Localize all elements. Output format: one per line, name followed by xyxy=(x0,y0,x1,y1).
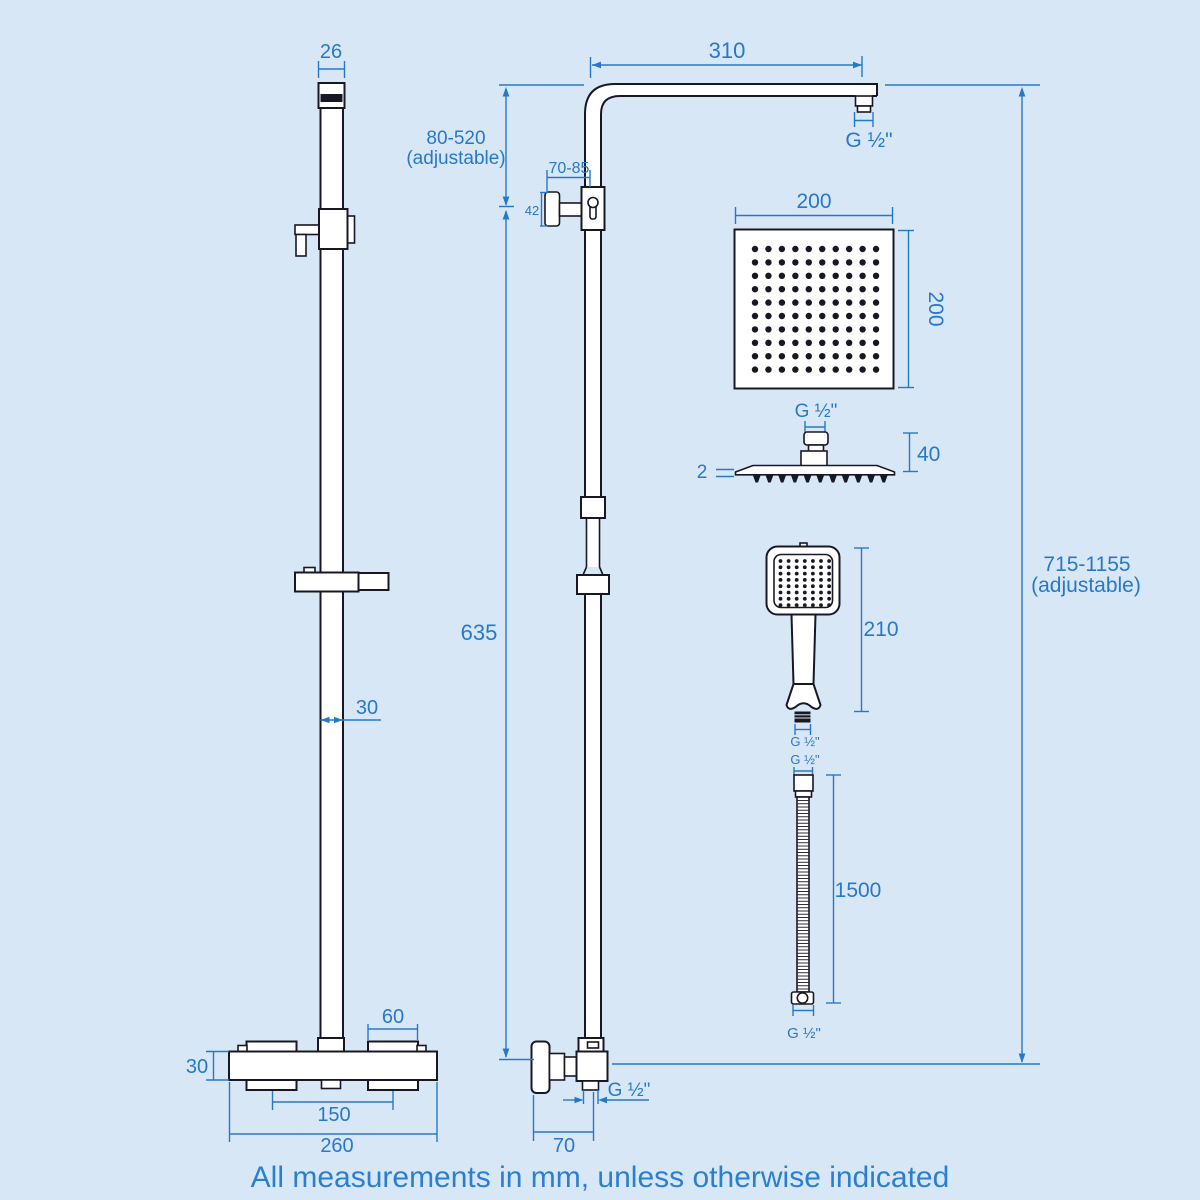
dim-overall-height-label: 715-1155 xyxy=(1043,553,1130,576)
dim-hose-bottom-thread-label: G ½" xyxy=(787,1025,821,1042)
rain-head-side-view: G ½" 40 2 xyxy=(697,401,941,483)
dim-head-depth-label: 40 xyxy=(917,443,940,466)
dim-head-width: 200 xyxy=(734,190,894,224)
dim-handle-spacing-label: 150 xyxy=(317,1104,350,1126)
slider-holder xyxy=(294,566,390,593)
dim-overall-height: 715-1155 (adjustable) xyxy=(612,84,1141,1065)
dim-bottom-outlet-thread-label: G ½" xyxy=(608,1080,651,1101)
dim-handle-spacing: 150 xyxy=(271,1091,394,1126)
dim-rail-length: 635 xyxy=(461,210,534,1061)
dim-bottom-outlet-thread: G ½" xyxy=(563,1080,650,1104)
dim-drop-range: 80-520 (adjustable) xyxy=(406,84,584,208)
hose-view: G ½" 1500 G ½" xyxy=(787,752,881,1042)
dim-arm-thread-label: G ½" xyxy=(845,129,892,152)
dim-head-height: 200 xyxy=(898,229,947,389)
dim-rail-width-label: 30 xyxy=(356,697,378,719)
handset-handle xyxy=(790,613,817,685)
dim-handle-width-label: 60 xyxy=(382,1006,404,1028)
hose-bottom-connector xyxy=(790,991,815,1005)
handset-view: 210 G ½" xyxy=(765,542,899,749)
dim-drop-note-label: (adjustable) xyxy=(406,148,505,169)
handset-dots xyxy=(778,559,831,607)
pipe-coupling-lower xyxy=(576,574,610,595)
keyhole-hole xyxy=(587,196,599,209)
dim-head-thread: G ½" xyxy=(795,401,838,432)
dim-bracket-range-label: 70-85 xyxy=(549,160,590,177)
rain-head-dots xyxy=(751,245,880,373)
dim-bracket-knob-label: 42 xyxy=(525,203,539,218)
dim-arm-length: 310 xyxy=(589,38,863,78)
dim-wall-offset: 70 xyxy=(532,1092,595,1157)
dim-hose-length-label: 1500 xyxy=(835,879,882,902)
rail-front-view: 26 30 30 60 150 xyxy=(186,41,438,1157)
dim-head-depth: 40 xyxy=(903,432,940,473)
dim-valve-width: 260 xyxy=(228,1082,438,1157)
dim-hose-bottom-thread: G ½" xyxy=(787,1005,821,1042)
riser-pipe xyxy=(576,150,610,1038)
rail-top-cap xyxy=(317,82,346,109)
dim-bracket-knob: 42 xyxy=(525,191,548,227)
rain-head-nozzles xyxy=(753,475,888,483)
dim-valve-height-label: 30 xyxy=(186,1056,208,1078)
dim-overall-height-note: (adjustable) xyxy=(1031,574,1141,597)
measurements-note: All measurements in mm, unless otherwise… xyxy=(251,1161,950,1194)
dim-arm-length-label: 310 xyxy=(709,38,746,63)
riser-side-view: 310 G ½" 80-520 (adjustable) 635 xyxy=(406,38,1141,1157)
dim-cap-width: 26 xyxy=(317,41,346,78)
dim-plate-thickness: 2 xyxy=(697,462,734,483)
dim-hose-top-thread: G ½" xyxy=(790,752,820,776)
dim-bracket-range: 70-85 xyxy=(546,160,591,191)
dim-arm-thread: G ½" xyxy=(845,112,893,152)
dim-handset-length: 210 xyxy=(854,547,899,713)
dim-valve-width-label: 260 xyxy=(320,1135,353,1157)
hose-top-connector xyxy=(793,774,814,792)
dim-drop-range-label: 80-520 xyxy=(426,128,485,149)
dim-head-height-label: 200 xyxy=(924,291,947,326)
dim-plate-thickness-label: 2 xyxy=(697,462,708,483)
dim-rail-width: 30 xyxy=(320,697,381,724)
hose-ribs xyxy=(797,800,809,990)
thermostatic-valve xyxy=(228,1037,438,1091)
shower-arm xyxy=(584,83,878,152)
wall-bracket-lower xyxy=(530,1037,609,1094)
dim-handset-length-label: 210 xyxy=(863,618,898,641)
dim-head-width-label: 200 xyxy=(796,190,831,213)
dim-head-thread-label: G ½" xyxy=(795,401,838,422)
rain-head-side-body xyxy=(734,431,896,483)
rain-head-face-view: 200 200 xyxy=(733,190,947,390)
rain-head-plate xyxy=(733,228,895,390)
dim-handset-thread-label: G ½" xyxy=(790,734,820,749)
dim-handle-width: 60 xyxy=(367,1006,419,1040)
dim-wall-offset-label: 70 xyxy=(553,1135,575,1157)
dim-handset-thread: G ½" xyxy=(790,724,820,749)
dim-rail-length-label: 635 xyxy=(461,620,498,645)
dim-cap-width-label: 26 xyxy=(320,41,342,63)
handset-cone xyxy=(785,683,822,710)
handset-connector xyxy=(794,711,811,723)
dim-hose-top-thread-label: G ½" xyxy=(790,752,820,767)
dim-valve-height: 30 xyxy=(186,1050,229,1081)
dim-hose-length: 1500 xyxy=(826,774,882,1004)
wall-bracket-upper xyxy=(544,186,606,231)
arm-outlet xyxy=(854,95,874,107)
bottom-outlet xyxy=(581,1080,600,1091)
hook-bracket xyxy=(294,208,356,257)
pipe-coupling-upper xyxy=(580,496,606,519)
